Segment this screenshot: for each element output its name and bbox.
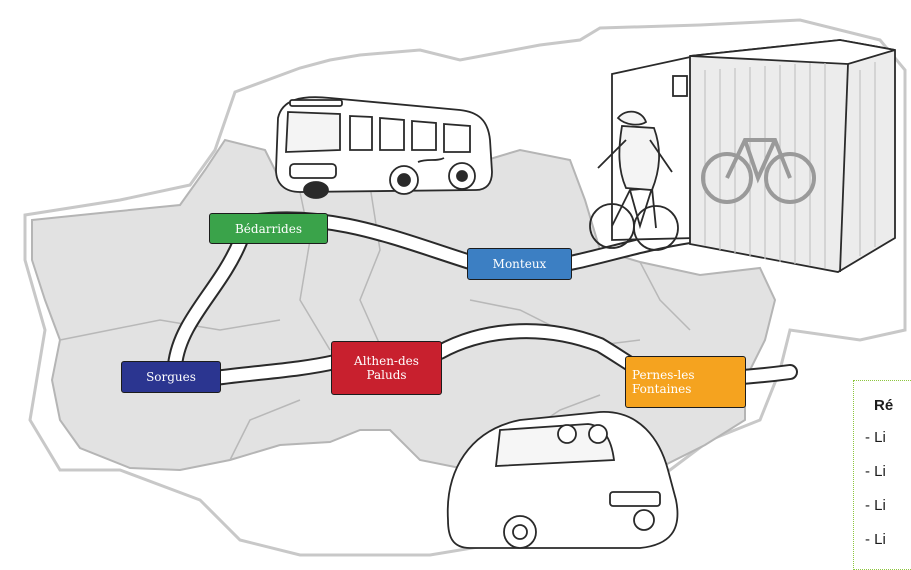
legend-line-1: - Li bbox=[865, 429, 886, 446]
car-illustration bbox=[446, 411, 679, 549]
legend-line-4: - Li bbox=[865, 531, 886, 548]
stop-label-bedarrides: Bédarrides bbox=[209, 213, 328, 244]
stop-label-pernes-les-fontaines: Pernes-les Fontaines bbox=[625, 356, 746, 408]
stop-label-monteux: Monteux bbox=[467, 248, 572, 280]
legend-line-2: - Li bbox=[865, 463, 886, 480]
stop-label-sorgues: Sorgues bbox=[121, 361, 221, 393]
bus-illustration bbox=[275, 96, 493, 199]
legend-title: Ré bbox=[874, 397, 894, 414]
legend-line-3: - Li bbox=[865, 497, 886, 514]
legend-box: Ré - Li - Li - Li - Li bbox=[853, 380, 911, 570]
cyclist-illustration bbox=[589, 110, 679, 251]
bike-logo-icon bbox=[701, 138, 816, 204]
stop-label-althen-des-paluds: Althen-des Paluds bbox=[331, 341, 442, 395]
